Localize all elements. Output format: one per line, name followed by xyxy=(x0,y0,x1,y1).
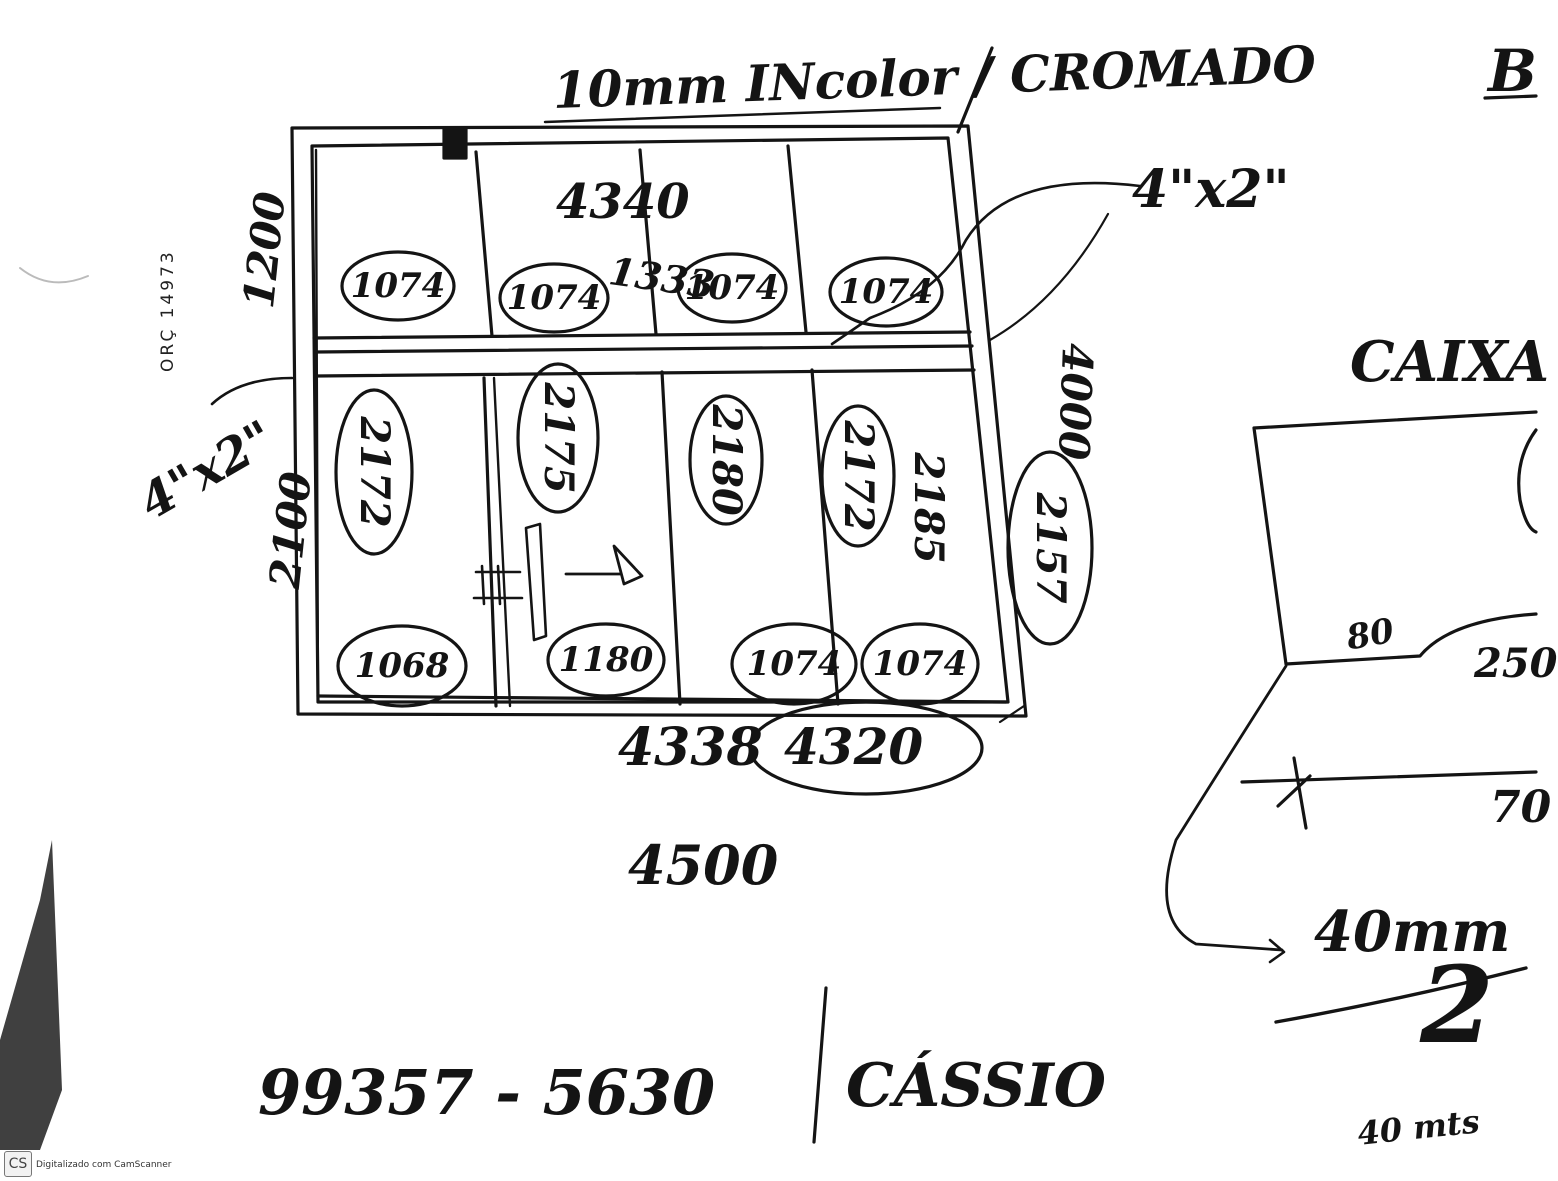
detail-bottom-dim: 70 xyxy=(1490,782,1552,833)
right-oval xyxy=(1006,450,1094,646)
upper-oval-2 xyxy=(498,262,610,334)
lower-oval-4 xyxy=(820,404,896,548)
scanner-note: Digitalizado com CamScanner xyxy=(36,1160,172,1170)
total-oval xyxy=(748,700,984,796)
order-reference: ORÇ 14973 xyxy=(158,249,178,372)
leader-left-profile xyxy=(210,376,294,406)
bottom-oval-4 xyxy=(860,622,980,706)
upper-divider-1 xyxy=(474,150,494,338)
header-underline xyxy=(543,106,942,124)
caixa-box xyxy=(1252,410,1538,666)
caixa-dimension-line xyxy=(1240,770,1538,784)
lower-oval-3 xyxy=(688,394,764,526)
bottom-rail xyxy=(316,694,1008,704)
lower-width-4: 1074 xyxy=(872,644,968,684)
camscanner-logo: CS xyxy=(4,1151,32,1177)
upper-oval-4 xyxy=(828,256,944,328)
upper-oval-1 xyxy=(340,250,456,322)
corner-block xyxy=(442,126,468,160)
lower-width-1: 1068 xyxy=(354,646,450,686)
contact-separator xyxy=(812,986,828,1144)
dim-left-height: 2100 xyxy=(260,469,321,591)
lower-divider-3 xyxy=(810,368,840,706)
lower-width-3: 1074 xyxy=(746,644,842,684)
frame-inner-left xyxy=(314,148,320,702)
scan-shadow xyxy=(0,840,62,1150)
header-separator xyxy=(956,46,994,134)
lower-height-4: 2172 xyxy=(835,420,882,532)
caixa-stroke xyxy=(1274,966,1528,1024)
margin-arc xyxy=(19,267,89,284)
upper-panel-3: 1074 xyxy=(684,268,780,308)
lower-height-2: 2175 xyxy=(535,382,582,494)
contact-name: CÁSSIO xyxy=(846,1051,1106,1121)
transom-lower xyxy=(314,368,976,378)
frame-outer xyxy=(290,124,1028,718)
lower-divider-1 xyxy=(482,376,498,708)
dim-top-width: 4340 xyxy=(556,174,690,230)
leader-top-profile xyxy=(830,181,1142,346)
transom-top xyxy=(312,330,972,340)
caixa-partial-circle xyxy=(1517,428,1538,534)
header-letter: B xyxy=(1488,37,1538,105)
bottom-oval-3 xyxy=(730,622,858,706)
detail-left-dim: 80 xyxy=(1343,610,1398,659)
lower-oval-1 xyxy=(334,388,414,556)
detail-thickness: 40mm xyxy=(1314,899,1511,965)
handle xyxy=(524,522,548,642)
bottom-oval-2 xyxy=(546,622,666,698)
lower-height-1: 2172 xyxy=(351,416,398,528)
leader-top-profile-2 xyxy=(988,212,1110,342)
bottom-oval-1 xyxy=(336,624,468,708)
detail-title: CAIXA xyxy=(1350,329,1550,395)
transom-bottom xyxy=(314,344,974,354)
slide-arrow xyxy=(564,544,644,586)
dim-bottom-width-alt: 4320 xyxy=(784,717,924,776)
lower-divider-2 xyxy=(660,370,682,706)
dim-right-height: 4000 xyxy=(1048,342,1102,461)
lower-height-6: 2157 xyxy=(1027,492,1074,604)
lower-height-3: 2180 xyxy=(703,404,750,516)
upper-divider-2 xyxy=(638,148,658,336)
lower-oval-2 xyxy=(516,362,600,514)
lower-divider-1b xyxy=(492,376,512,708)
caixa-arrowhead xyxy=(1268,938,1286,964)
lower-height-5: 2185 xyxy=(905,452,952,564)
upper-divider-3 xyxy=(786,144,808,334)
dim-total-width: 4500 xyxy=(628,833,779,897)
upper-oval-3 xyxy=(676,252,788,324)
hinge xyxy=(472,564,524,606)
caixa-tick xyxy=(1276,756,1312,830)
upper-panel-4: 1074 xyxy=(838,272,934,312)
dim-bottom-width: 4338 xyxy=(618,717,763,778)
detail-number: 2 xyxy=(1420,942,1494,1067)
detail-right-dim: 250 xyxy=(1474,640,1558,687)
caixa-curve xyxy=(1165,664,1288,952)
contact-phone: 99357 - 5630 xyxy=(258,1056,716,1129)
lower-width-2: 1180 xyxy=(558,640,654,680)
upper-panel-1: 1074 xyxy=(350,266,446,306)
upper-panel-2: 1074 xyxy=(506,278,602,318)
frame-inner xyxy=(310,136,1010,704)
leader-corner xyxy=(998,704,1026,724)
dim-top-height: 1200 xyxy=(234,189,295,311)
b-underline xyxy=(1483,94,1538,100)
dim-profile-top: 4"x2" xyxy=(1132,159,1290,220)
